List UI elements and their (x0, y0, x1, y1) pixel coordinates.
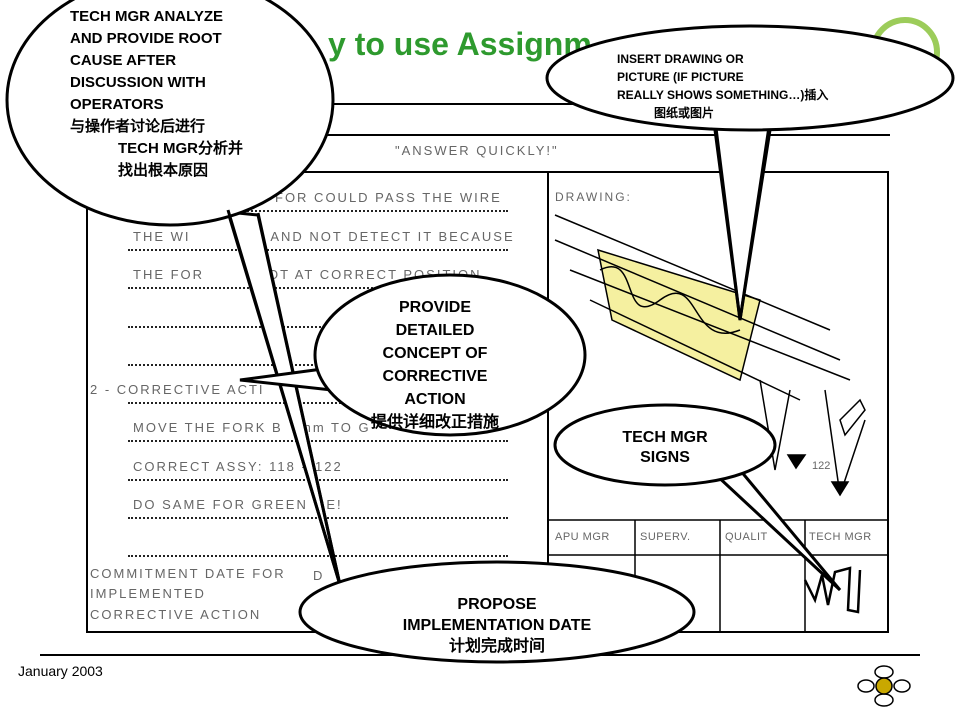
cause-line-2b: Y AND NOT DETECT IT BECAUSE (255, 229, 515, 244)
bubble-text: 图纸或图片 (654, 106, 715, 120)
bubble-text: SIGNS (640, 449, 690, 466)
cause-line-3a: THE FOR (133, 267, 205, 282)
bubble-text: PROVIDE (398, 299, 471, 316)
root-cause-bubble: TECH MGR ANALYZE AND PROVIDE ROOT CAUSE … (70, 6, 243, 182)
bubble-text: PROPOSE (457, 596, 537, 613)
signs-bubble: TECH MGR SIGNS (595, 428, 735, 468)
commitment-label-1: COMMITMENT DATE FOR (90, 566, 286, 581)
action-line-2a: CORRECT ASSY: 118 - (133, 459, 308, 474)
bubble-text: 提供详细改正措施 (370, 414, 499, 431)
drawing-sketch (554, 214, 866, 497)
corrective-bubble: PROVIDE DETAILED CONCEPT OF CORRECTIVE A… (350, 296, 520, 434)
drawing-ref: 122 (812, 460, 831, 472)
bubble-text: PICTURE (IF PICTURE (617, 70, 744, 84)
bubble-text: AND PROVIDE ROOT (70, 30, 222, 47)
sign-superv: SUPERV. (640, 531, 691, 543)
action-line-1b: mm TO G (300, 420, 371, 435)
commitment-date-value: D (313, 568, 325, 583)
drawing-bubble: INSERT DRAWING OR PICTURE (IF PICTURE RE… (617, 50, 828, 122)
bubble-text: INSERT DRAWING OR (617, 52, 744, 66)
signature (803, 566, 862, 614)
cause-line-1: FOR COULD PASS THE WIRE (275, 190, 502, 205)
action-line-1a: MOVE THE FORK B (133, 420, 283, 435)
bubble-text: IMPLEMENTATION DATE (402, 617, 592, 634)
sign-apu-mgr: APU MGR (555, 531, 610, 543)
date-bubble: PROPOSE IMPLEMENTATION DATE 计划完成时间 (347, 594, 647, 657)
bubble-text: TECH MGR ANALYZE (70, 8, 224, 25)
bubble-text: ACTION (404, 391, 466, 408)
bubble-text: OPERATORS (70, 96, 164, 113)
bubble-text: TECH MGR分析并 (118, 140, 243, 157)
bubble-text: 找出根本原因 (118, 162, 209, 179)
footer-date: January 2003 (18, 663, 103, 679)
bubble-text: 计划完成时间 (448, 638, 545, 655)
commitment-label-2: IMPLEMENTED (90, 586, 206, 601)
bubble-text: TECH MGR (622, 429, 708, 446)
sign-quality: QUALIT (725, 531, 768, 543)
corrective-action-label: 2 - CORRECTIVE ACTI (90, 382, 265, 397)
cause-line-2a: THE WI (133, 229, 191, 244)
bubble-text: CONCEPT OF (382, 345, 488, 362)
bubble-text: CORRECTIVE (382, 368, 488, 385)
bubble-text: DETAILED (395, 322, 475, 339)
bubble-text: REALLY SHOWS SOMETHING…)插入 (617, 88, 829, 102)
drawing-label: DRAWING: (555, 190, 632, 204)
bubble-text: DISCUSSION WITH (70, 74, 206, 91)
answer-quickly-header: "ANSWER QUICKLY!" (395, 143, 559, 158)
bubble-text: 与操作者讨论后进行 (70, 118, 206, 135)
action-line-3a: DO SAME FOR GREEN (133, 497, 308, 512)
action-line-2b: 122 (315, 459, 343, 474)
bubble-text: CAUSE AFTER (70, 52, 177, 69)
commitment-label-3: CORRECTIVE ACTION (90, 607, 262, 622)
slide-title: y to use Assignm (328, 26, 592, 62)
sign-tech-mgr: TECH MGR (809, 531, 872, 543)
